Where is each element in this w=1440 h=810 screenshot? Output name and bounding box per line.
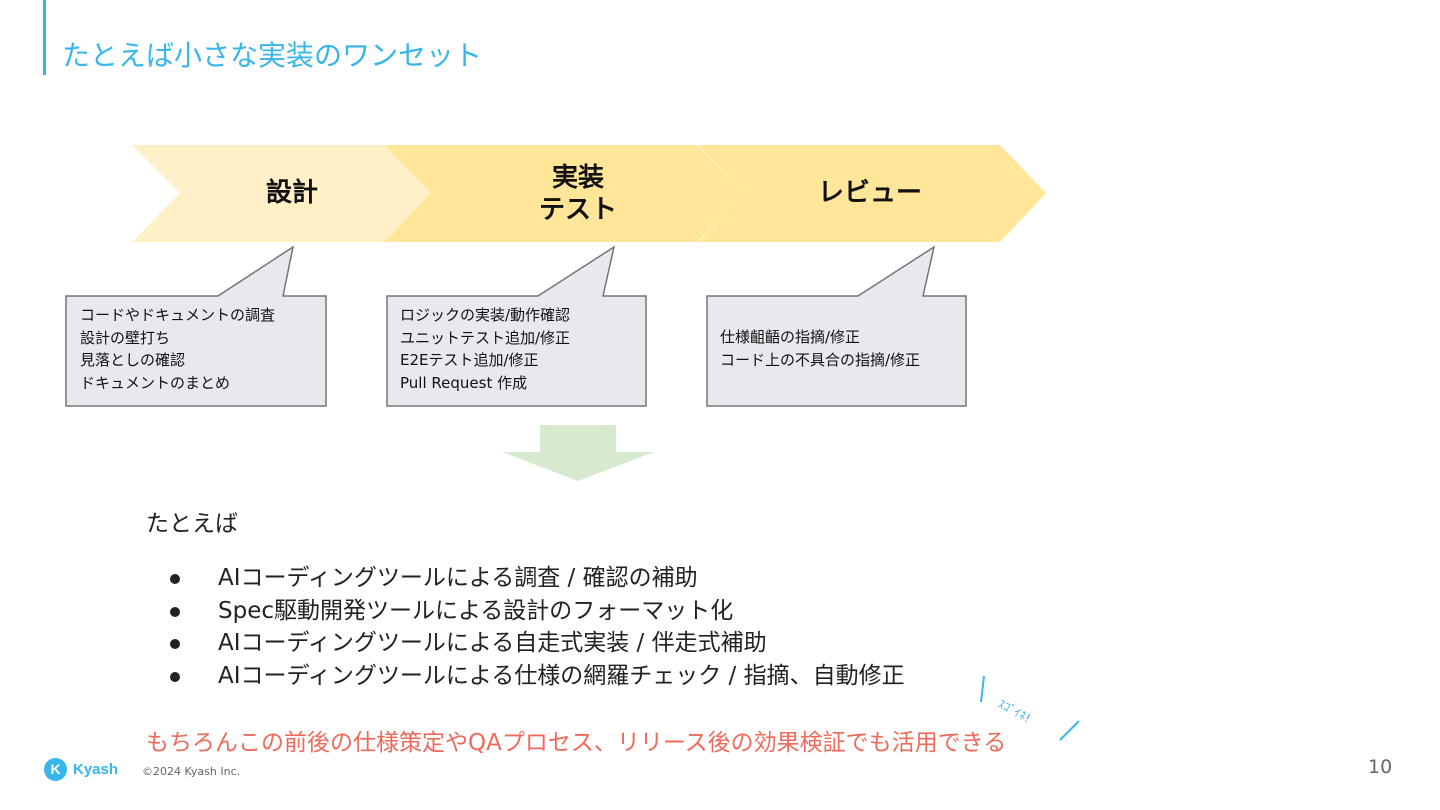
logo-text: Kyash — [73, 761, 119, 778]
list-item-text: AIコーディングツールによる自走式実装 / 伴走式補助 — [218, 630, 767, 656]
bubble-line: コード上の不具合の指摘/修正 — [720, 350, 921, 369]
note-text: もちろんこの前後の仕様策定やQAプロセス、リリース後の効果検証でも活用できる — [146, 730, 1007, 756]
list-item-text: AIコーディングツールによる調査 / 確認の補助 — [218, 565, 698, 591]
kyash-logo-icon: K — [44, 758, 67, 781]
list-item: Spec駆動開発ツールによる設計のフォーマット化 — [168, 595, 905, 628]
list-item: AIコーディングツールによる自走式実装 / 伴走式補助 — [168, 627, 905, 660]
list-item-text: AIコーディングツールによる仕様の網羅チェック / 指摘、自動修正 — [218, 662, 905, 689]
chevron-label-implement-line2: テスト — [538, 195, 617, 225]
bubble-line: ドキュメントのまとめ — [80, 373, 231, 392]
bubble-text-design: コードやドキュメントの調査 設計の壁打ち 見落としの確認 ドキュメントのまとめ — [80, 304, 275, 394]
list-item: AIコーディングツールによる調査 / 確認の補助 — [168, 562, 905, 595]
chevron-label-implement: 実装 テスト — [518, 162, 638, 226]
annotation-stroke-left — [980, 675, 985, 703]
bullet-dot-icon — [170, 606, 180, 617]
list-item: AIコーディングツールによる仕様の網羅チェック / 指摘、自動修正 — [168, 660, 905, 693]
bubble-line: 見落としの確認 — [80, 351, 186, 369]
bubble-line: 仕様齟齬の指摘/修正 — [720, 328, 861, 346]
bubble-line: ユニットテスト追加/修正 — [400, 328, 571, 347]
copyright: ©2024 Kyash Inc. — [142, 765, 241, 778]
bubble-line: E2Eテスト追加/修正 — [400, 351, 539, 369]
chevron-label-design: 設計 — [265, 178, 318, 208]
bullet-dot-icon — [170, 671, 180, 682]
examples-intro: たとえば — [146, 511, 238, 537]
down-arrow-icon — [502, 425, 654, 481]
bubble-text-implement: ロジックの実装/動作確認 ユニットテスト追加/修正 E2Eテスト追加/修正 Pu… — [400, 304, 570, 394]
title-accent-bar — [43, 0, 46, 75]
list-item-text: Spec駆動開発ツールによる設計のフォーマット化 — [218, 597, 734, 624]
chevron-label-implement-line1: 実装 — [551, 163, 604, 193]
examples-list: AIコーディングツールによる調査 / 確認の補助 Spec駆動開発ツールによる設… — [168, 562, 905, 692]
bullet-dot-icon — [170, 639, 180, 649]
bubble-line: 設計の壁打ち — [80, 328, 171, 347]
bubble-text-review: 仕様齟齬の指摘/修正 コード上の不具合の指摘/修正 — [720, 326, 920, 371]
annotation-stroke-right — [1059, 720, 1080, 741]
handwritten-annotation: ｽｺﾞｲﾈ! — [995, 696, 1033, 726]
bullet-dot-icon — [170, 574, 180, 584]
kyash-logo: K Kyash — [44, 758, 118, 781]
bubble-line: ロジックの実装/動作確認 — [400, 306, 571, 324]
chevron-label-review: レビュー — [817, 178, 922, 208]
slide-title: たとえば小さな実装のワンセット — [62, 39, 483, 72]
bubble-line: コードやドキュメントの調査 — [80, 306, 276, 324]
page-number: 10 — [1368, 756, 1393, 778]
bubble-line: Pull Request 作成 — [400, 373, 528, 392]
